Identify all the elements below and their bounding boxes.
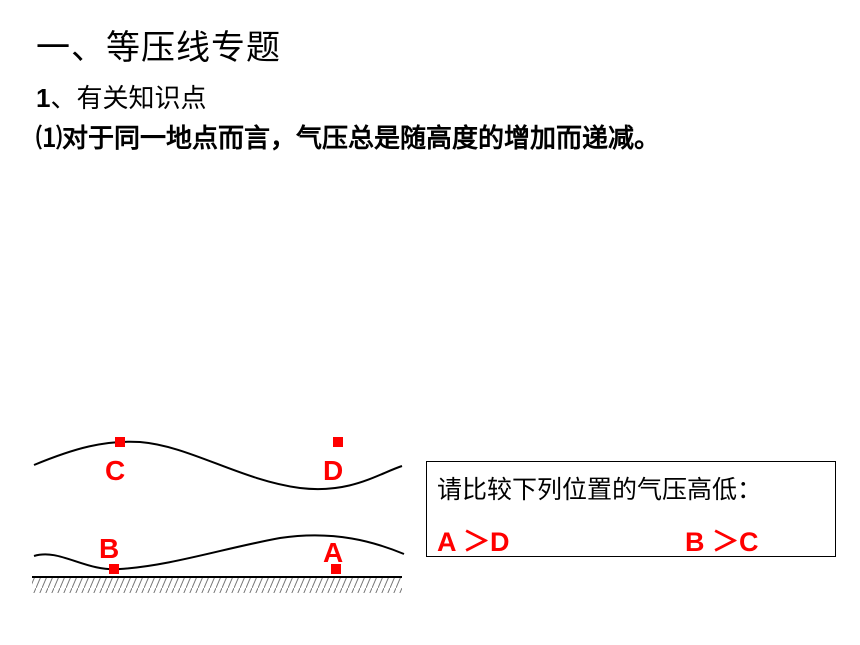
point-d-marker (333, 437, 343, 447)
slide-title: 一、等压线专题 (36, 28, 281, 68)
lower-isobar-line (33, 534, 405, 571)
point-c-marker (115, 437, 125, 447)
point-a-label: A (323, 537, 343, 568)
question-box: 请比较下列位置的气压高低： A ＞D B ＞C (426, 461, 836, 557)
point-b-marker (109, 564, 119, 574)
comparison-b-c: B ＞C (685, 527, 759, 557)
upper-isobar-line (33, 440, 403, 491)
section-heading: 1、有关知识点 (36, 78, 206, 115)
point-d-label: D (323, 455, 343, 486)
knowledge-point-1: ⑴对于同一地点而言，气压总是随高度的增加而递减。 (36, 124, 661, 154)
section-heading-text: 、有关知识点 (50, 84, 207, 114)
point-b-label: B (99, 533, 119, 564)
ground-hatch (32, 578, 402, 593)
point-c-label: C (105, 455, 125, 486)
comparison-a-d: A ＞D (437, 527, 510, 557)
question-prompt: 请比较下列位置的气压高低： (437, 475, 763, 504)
point-a-marker (331, 564, 341, 574)
section-number: 1 (36, 83, 51, 113)
